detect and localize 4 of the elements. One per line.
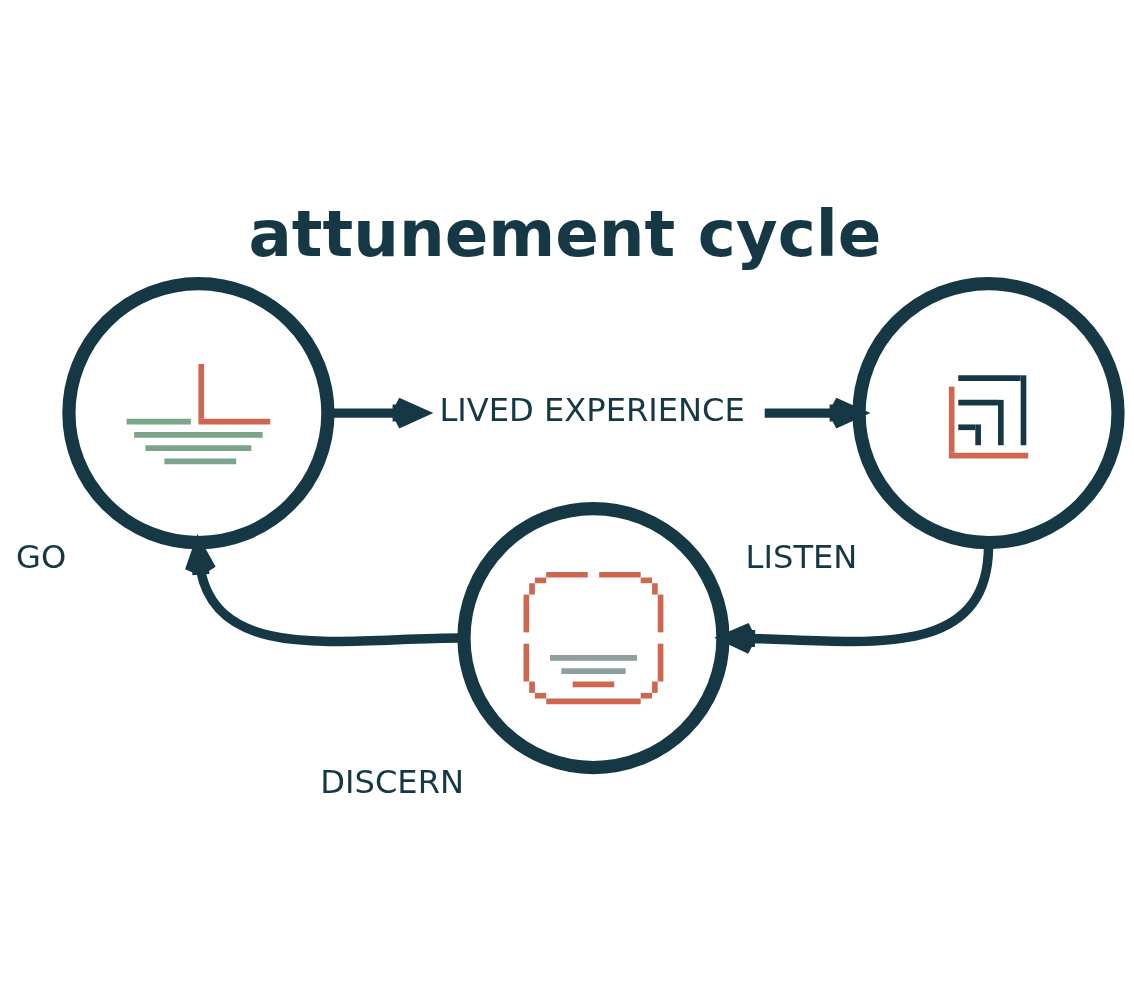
node-text: LIVED EXPERIENCE [439,390,745,429]
node-label: DISCERN [320,762,465,801]
diagram-title: attunement cycle [248,195,882,271]
node-label: GO [15,537,67,576]
